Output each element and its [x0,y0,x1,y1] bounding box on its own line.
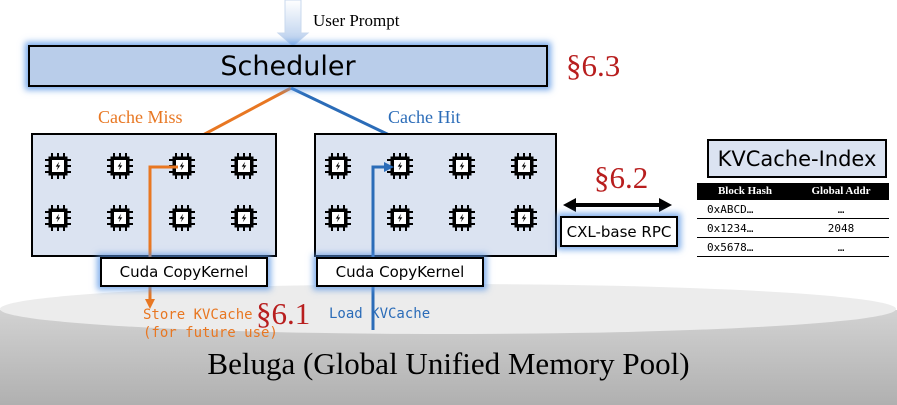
scheduler-box: Scheduler [28,45,548,87]
table-row: 0x1234… 2048 [697,218,889,238]
cache-miss-label: Cache Miss [98,107,183,127]
section-ref-rpc: §6.2 [594,160,649,195]
kv-header-global-addr: Global Addr [793,183,889,200]
kv-cell-hash: 0x5678… [697,237,793,257]
kv-cell-hash: 0x1234… [697,218,793,238]
load-kvcache-label: Load KVCache [329,306,431,322]
kv-cell-addr: 2048 [793,218,889,238]
store-kvcache-label: Store KVCache (for future use) [143,306,278,342]
kv-cell-hash: 0xABCD… [697,199,793,219]
section-ref-scheduler: §6.3 [566,48,621,83]
memory-pool-cylinder [0,284,897,405]
kv-cell-addr: … [793,199,889,219]
cuda-copykernel-right: Cuda CopyKernel [316,257,484,287]
kvcache-index-title: KVCache-Index [707,139,887,178]
kv-cell-addr: … [793,237,889,257]
store-kvcache-line1: Store KVCache [143,307,253,323]
store-kvcache-line2: (for future use) [143,325,278,341]
rpc-bidirectional-arrow [563,198,672,212]
table-row: 0x5678… … [697,237,889,257]
user-prompt-arrow [276,0,310,47]
gpu-node-cache-hit [314,133,557,257]
gpu-node-cache-miss [31,133,277,257]
kv-header-block-hash: Block Hash [697,183,793,200]
cxl-rpc-box: CXL-base RPC [560,216,678,247]
table-row: 0xABCD… … [697,199,889,219]
cache-hit-label: Cache Hit [388,107,461,127]
kvcache-index-table: Block Hash Global Addr 0xABCD… … 0x1234…… [697,183,889,257]
user-prompt-label: User Prompt [313,11,400,30]
section-ref-memory: §6.1 [256,296,311,331]
cuda-copykernel-left: Cuda CopyKernel [100,257,268,287]
memory-pool-label: Beluga (Global Unified Memory Pool) [207,346,690,381]
